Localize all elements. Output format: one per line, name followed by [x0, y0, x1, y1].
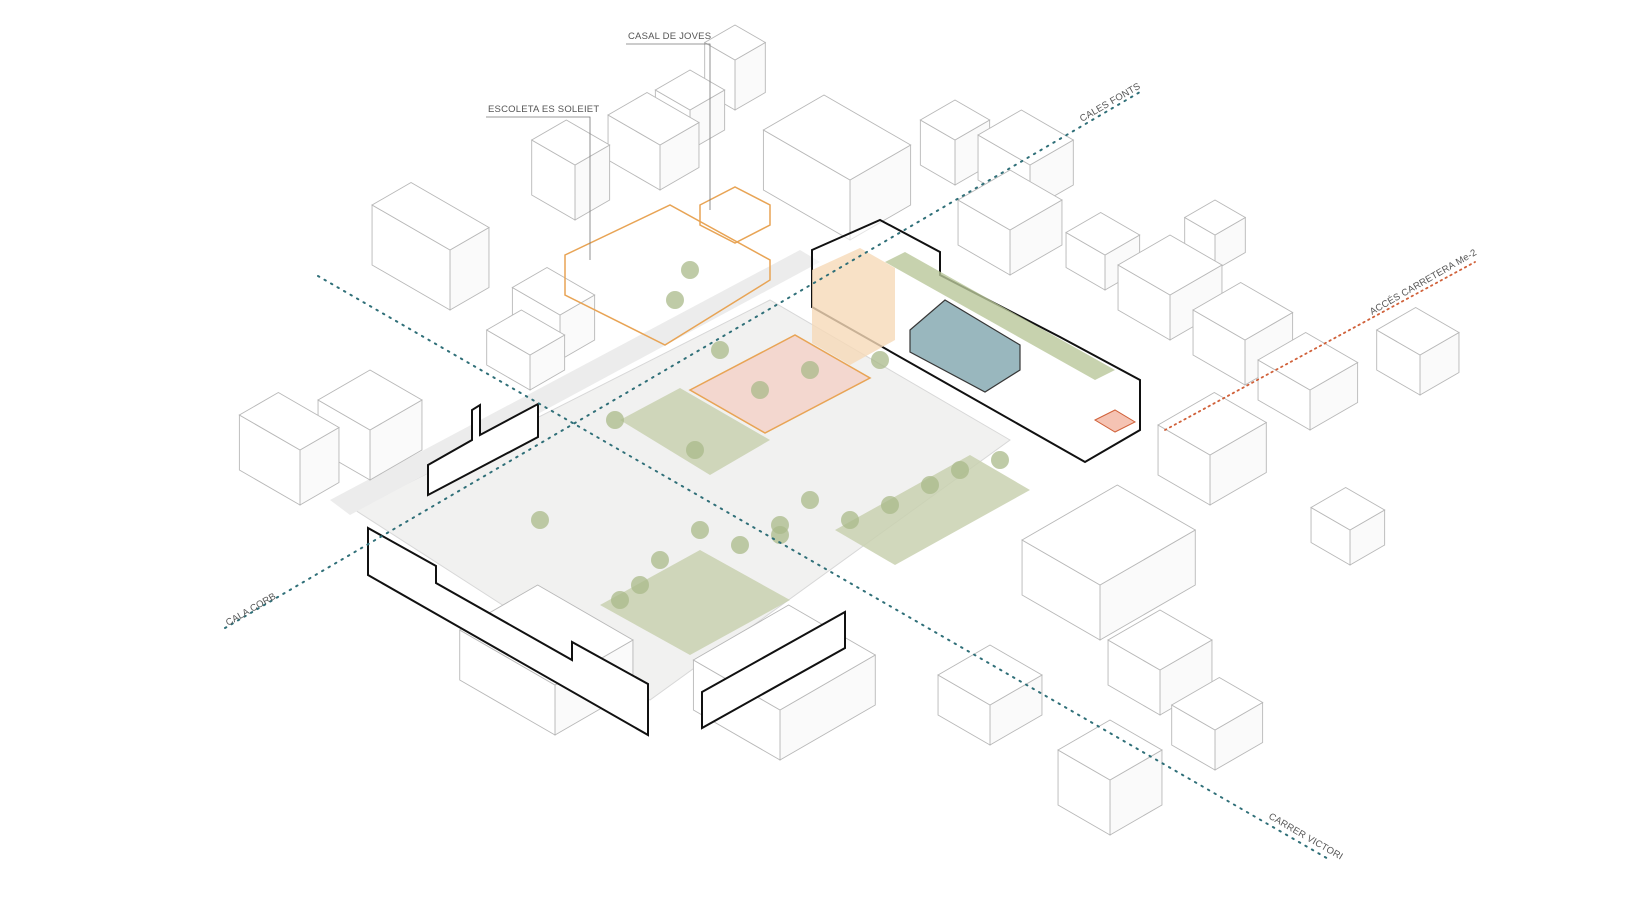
building-roof	[1021, 484, 1197, 586]
label-carrer-victori: CARRER VICTORI	[1267, 811, 1345, 862]
green-area-2	[835, 455, 1030, 565]
plaza-elements	[531, 186, 1030, 655]
building-roof	[957, 169, 1063, 231]
leader-casal	[626, 43, 711, 210]
tree-icon	[711, 341, 729, 359]
tree-icon	[801, 361, 819, 379]
axis-carrer-victori	[317, 275, 1331, 861]
tree-icon	[771, 526, 789, 544]
building-roof	[977, 109, 1075, 166]
label-cales-fonts: CALES FONTS	[1078, 81, 1143, 125]
building-roof	[1375, 306, 1460, 356]
building-roof	[919, 99, 991, 141]
label-cala-corb: CALA CORB	[224, 591, 278, 629]
building-roof	[238, 391, 340, 451]
label-casal-de-joves: CASAL DE JOVES	[628, 31, 711, 42]
wall-outline-middle	[427, 402, 539, 497]
building-roof	[1192, 281, 1294, 341]
intervention-outlines	[367, 218, 1141, 737]
green-roof-strip	[885, 252, 1115, 380]
tree-icon	[531, 511, 549, 529]
tree-icon	[951, 461, 969, 479]
tree-icon	[686, 441, 704, 459]
building-roof	[762, 94, 912, 181]
context-buildings	[238, 24, 1460, 836]
building-roof	[654, 69, 726, 111]
tree-icon	[666, 291, 684, 309]
building-roof	[1107, 609, 1213, 671]
green-area-3	[620, 388, 770, 475]
building-roof	[1117, 234, 1223, 296]
trees	[531, 261, 1009, 609]
building-roof	[1310, 486, 1386, 531]
building-roof	[703, 24, 767, 61]
building-roof	[485, 309, 566, 356]
building-roof	[1057, 719, 1163, 781]
building-roof	[371, 181, 490, 251]
schoolyard-orange	[688, 334, 872, 434]
label-acces-carretera: ACCÉS CARRETERA Me-2	[1368, 247, 1479, 317]
building-roof	[1065, 211, 1141, 256]
building-roof	[937, 644, 1043, 706]
red-access-mark	[1093, 409, 1137, 433]
tree-icon	[651, 551, 669, 569]
tree-icon	[801, 491, 819, 509]
green-area-1	[600, 550, 790, 655]
tree-icon	[871, 351, 889, 369]
building-roof	[607, 91, 700, 146]
tree-icon	[751, 381, 769, 399]
blue-volume	[909, 299, 1021, 393]
casal-outline	[699, 186, 771, 244]
street-axes	[224, 91, 1476, 861]
tree-icon	[611, 591, 629, 609]
wall-outline-left	[367, 526, 649, 737]
label-escoleta: ESCOLETA ES SOLEIET	[488, 104, 599, 115]
wall-outline-bottom	[701, 610, 846, 730]
tree-icon	[881, 496, 899, 514]
tree-icon	[841, 511, 859, 529]
axis-acces	[1164, 261, 1476, 431]
street-strip	[330, 250, 820, 515]
tree-icon	[681, 261, 699, 279]
tree-icon	[731, 536, 749, 554]
leader-escoleta	[486, 116, 591, 260]
building-roof	[1157, 391, 1268, 456]
escoleta-outline	[564, 204, 771, 346]
building-roof	[317, 369, 423, 431]
tree-icon	[606, 411, 624, 429]
orange-volume	[812, 248, 895, 365]
building-roof	[511, 266, 596, 316]
building-roof	[1183, 199, 1247, 236]
building-roof	[1170, 676, 1264, 731]
tree-icon	[921, 476, 939, 494]
tree-icon	[631, 576, 649, 594]
tree-icon	[991, 451, 1009, 469]
tree-icon	[691, 521, 709, 539]
